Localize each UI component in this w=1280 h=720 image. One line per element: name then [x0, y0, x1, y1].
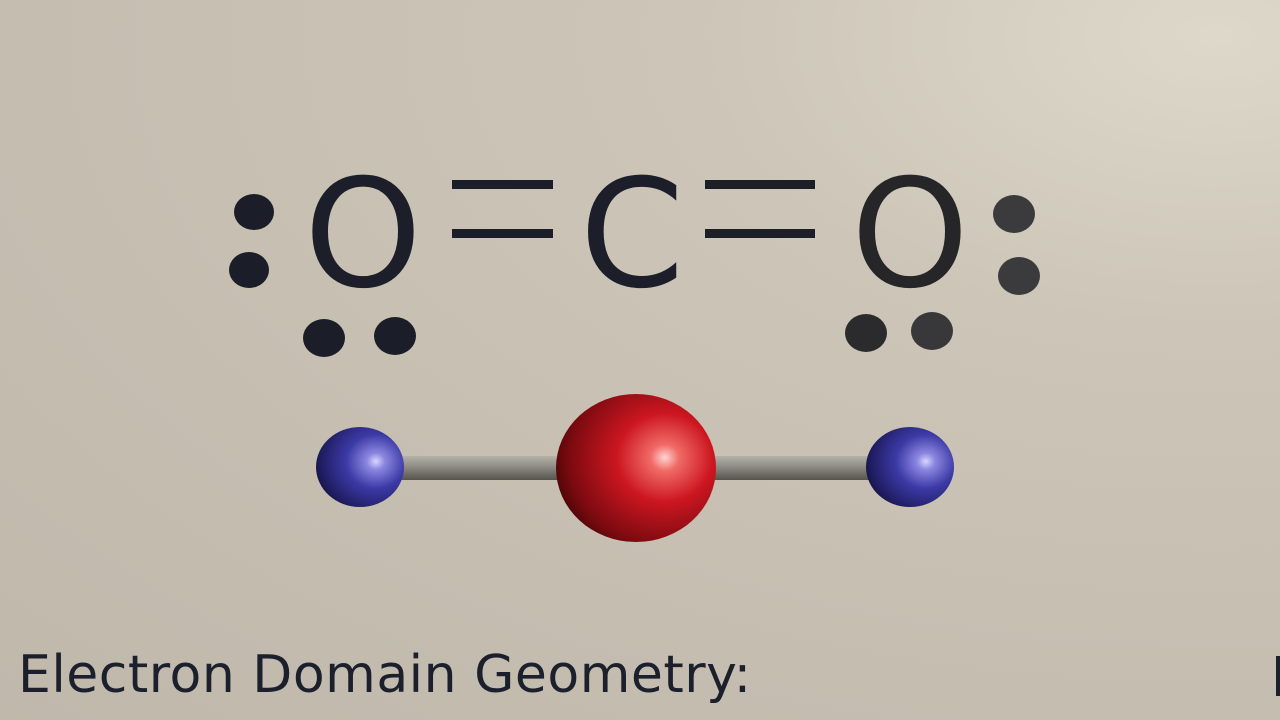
central-atom-sphere — [556, 394, 716, 542]
electron-dot — [993, 195, 1035, 233]
electron-dot — [303, 319, 345, 357]
left-double-bond — [452, 180, 553, 238]
cropped-text-edge — [1276, 656, 1280, 696]
electron-dot — [229, 252, 269, 288]
electron-dot — [998, 257, 1040, 295]
caption-heading: Electron Domain Geometry: — [18, 645, 752, 705]
right-double-bond — [705, 180, 815, 238]
lewis-structure: O C O — [229, 148, 1040, 357]
right-oxygen-symbol: O — [851, 148, 969, 322]
carbon-symbol: C — [580, 148, 685, 322]
left-outer-atom-sphere — [316, 427, 404, 507]
ball-and-stick-model — [316, 394, 954, 542]
right-outer-atom-sphere — [866, 427, 954, 507]
electron-dot — [234, 194, 274, 230]
electron-dot — [911, 312, 953, 350]
right-oxygen-lone-pairs — [845, 195, 1040, 352]
left-oxygen-symbol: O — [304, 148, 422, 322]
electron-dot — [845, 314, 887, 352]
left-oxygen-lone-pairs — [229, 194, 416, 357]
electron-dot — [374, 317, 416, 355]
